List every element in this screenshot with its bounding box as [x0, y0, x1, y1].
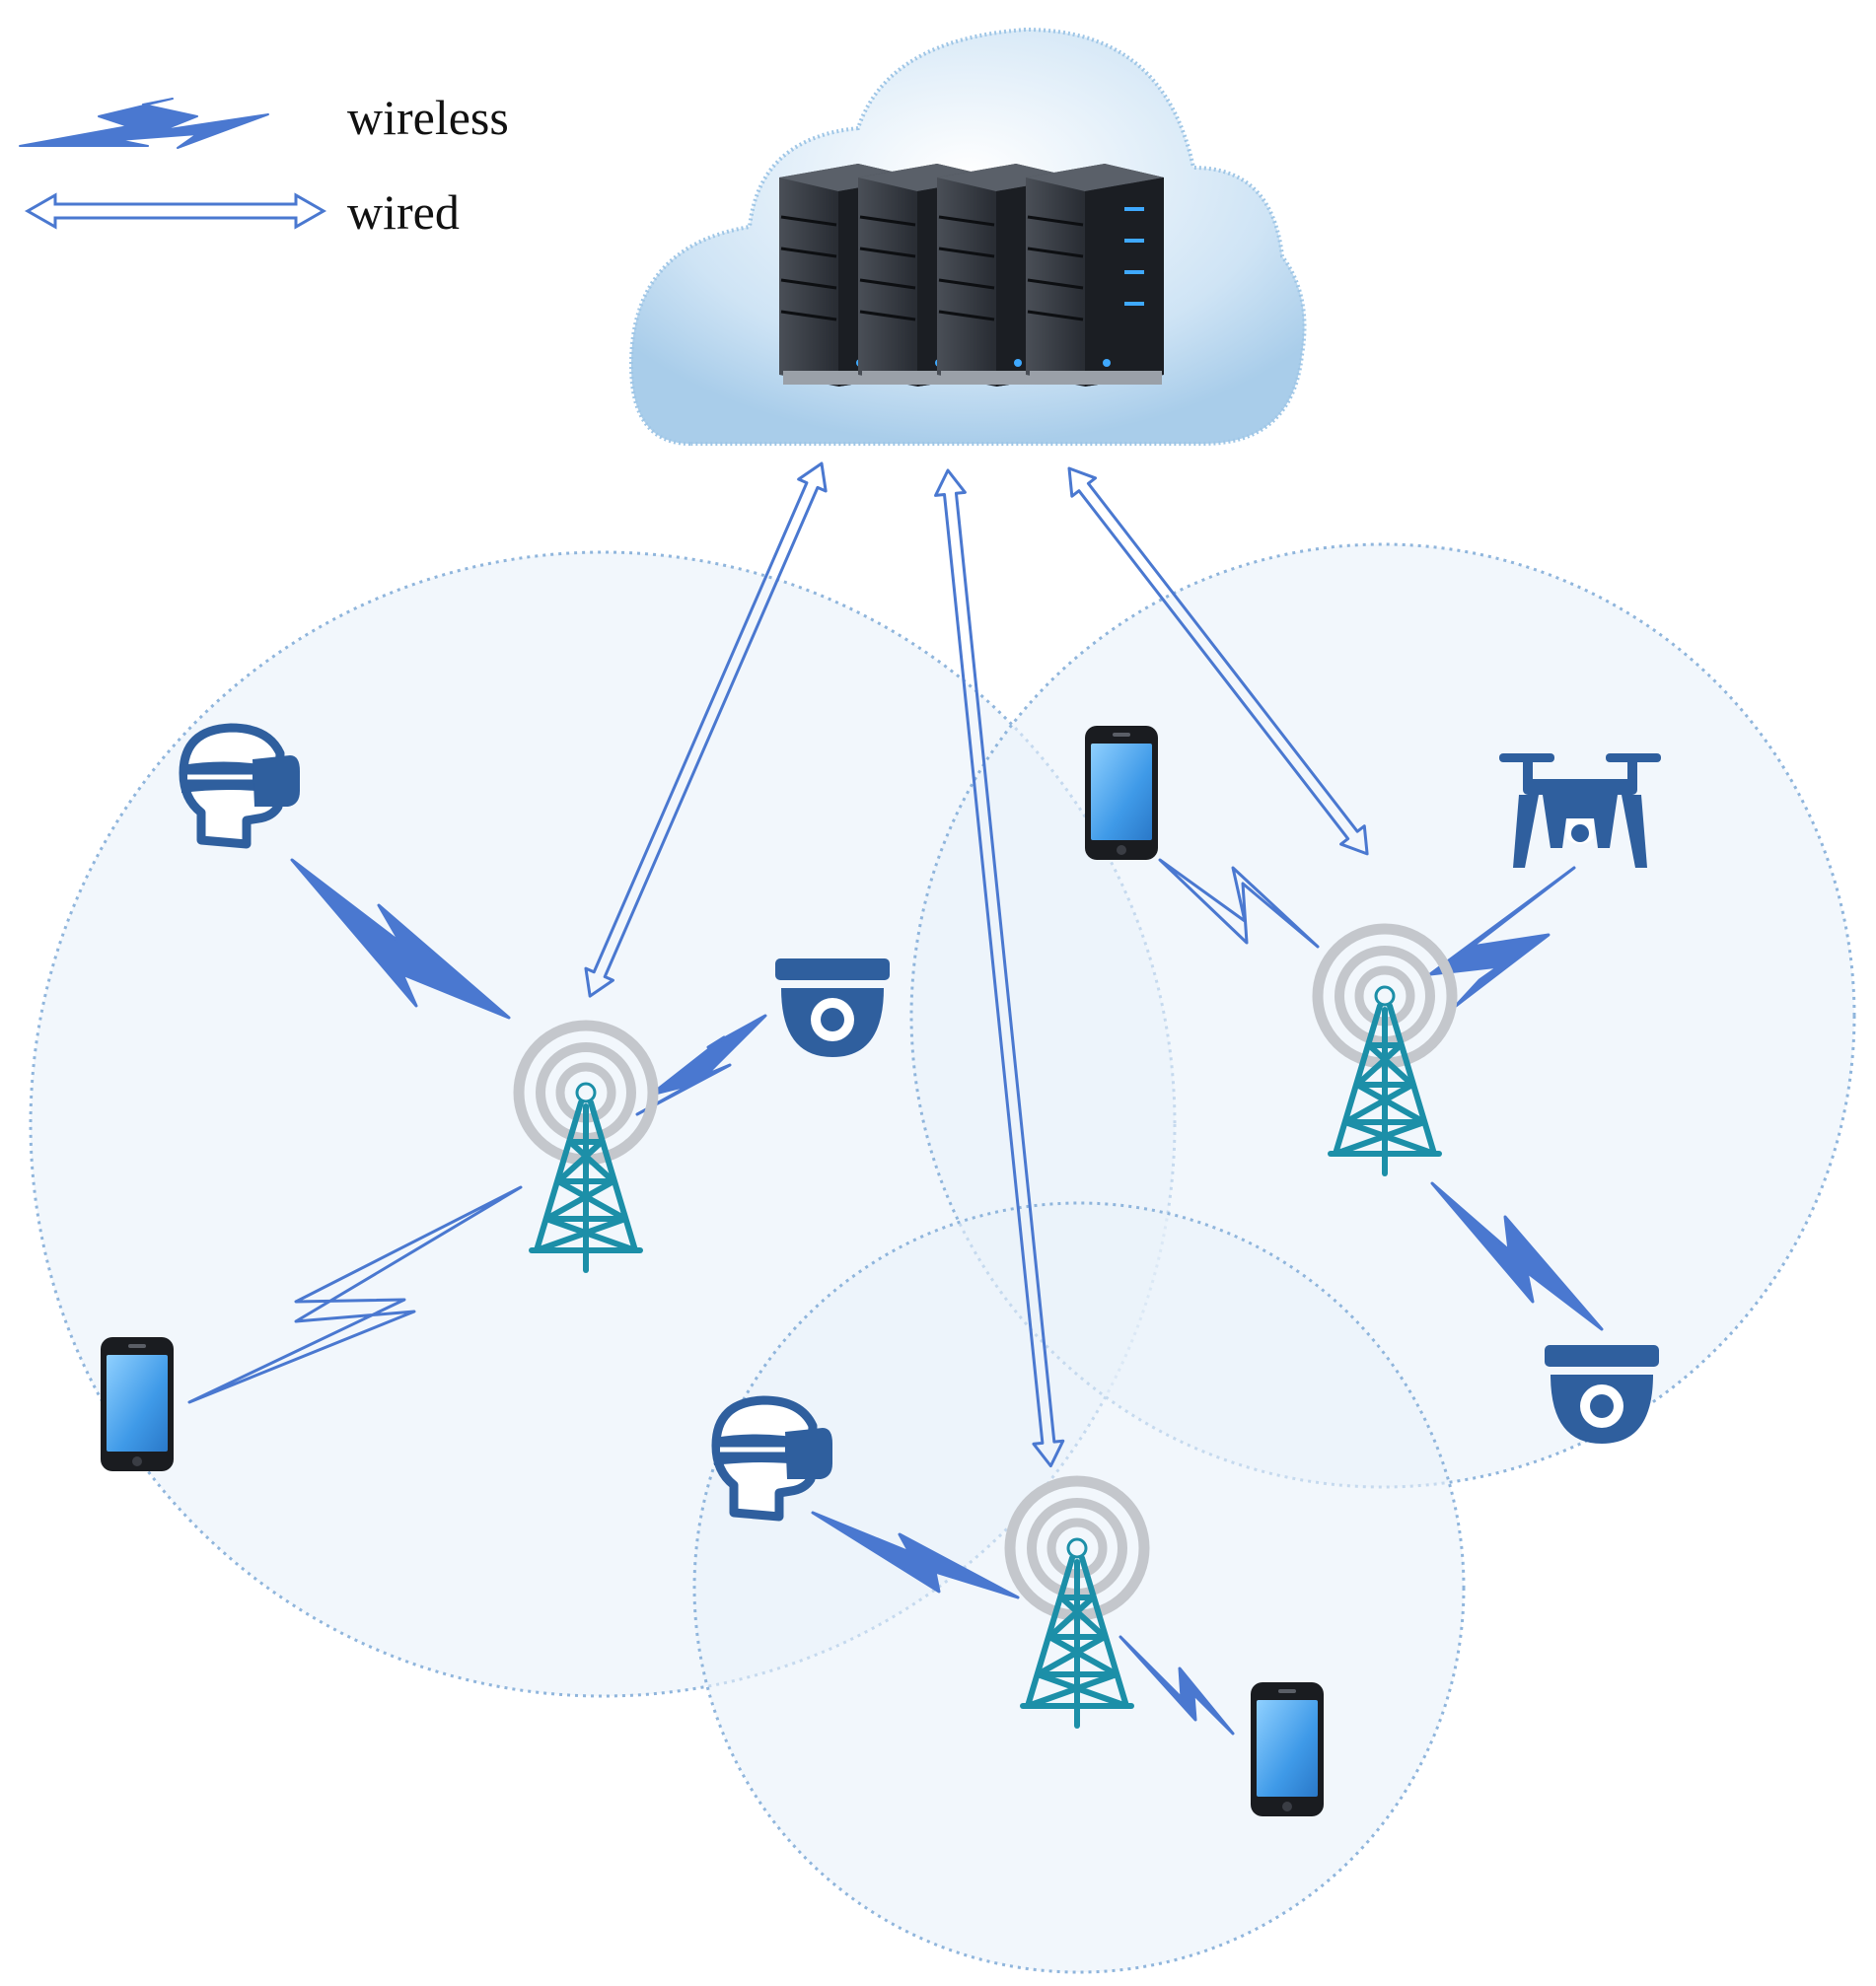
wireless-legend-symbol	[19, 98, 269, 149]
wired-legend-label: wired	[347, 184, 460, 240]
wired-link-right	[1067, 466, 1369, 856]
wired-link-left	[584, 461, 828, 998]
wired-legend-symbol	[24, 192, 327, 230]
wireless-link-camera-right	[1430, 1181, 1604, 1331]
coverage-cells	[29, 542, 1856, 1974]
legend: wireless wired	[19, 90, 509, 240]
wireless-link-phone-bottom	[1118, 1635, 1235, 1736]
wireless-links	[187, 858, 1604, 1736]
wireless-link-vr-bottom	[811, 1511, 1020, 1599]
wireless-link-drone	[1428, 866, 1576, 1008]
wireless-link-camera-left	[635, 1014, 767, 1116]
wired-link-bottom	[934, 468, 1065, 1468]
smartphone-icon	[1251, 1682, 1324, 1816]
wired-links	[584, 461, 1369, 1468]
smartphone-icon	[101, 1337, 174, 1471]
wireless-link-vr-left	[290, 858, 511, 1020]
wireless-link-phone-right	[1158, 858, 1320, 949]
smartphone-icon	[1085, 726, 1158, 860]
wireless-legend-label: wireless	[347, 90, 509, 145]
cloud-server-icon	[628, 27, 1307, 446]
wireless-link-phone-left	[187, 1185, 523, 1404]
